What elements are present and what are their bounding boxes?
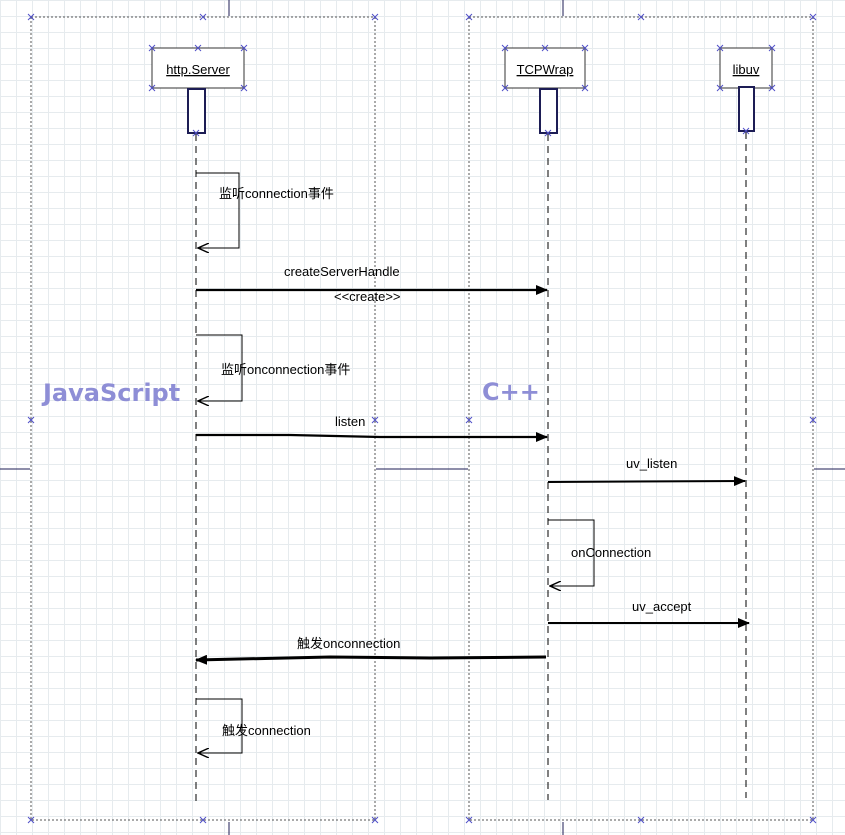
message-label: listen	[335, 414, 365, 429]
self-message-listen-onconnection[interactable]: 监听onconnection事件	[196, 334, 350, 401]
message-label: 触发connection	[222, 723, 311, 738]
message-label: uv_listen	[626, 456, 677, 471]
self-message-on-connection[interactable]: onConnection	[548, 519, 651, 586]
message-label: 监听onconnection事件	[221, 362, 350, 377]
http-server-activation-bar	[187, 88, 206, 134]
region-selection-handles	[27, 13, 817, 824]
tcpwrap-object-label: TCPWrap	[517, 62, 574, 77]
javascript-region-label: JavaScript	[41, 379, 180, 407]
libuv-object-label: libuv	[733, 62, 760, 77]
message-label: createServerHandle	[284, 264, 400, 279]
self-message-emit-connection[interactable]: 触发connection	[196, 698, 311, 753]
cpp-region-frame[interactable]	[468, 16, 814, 821]
message-listen[interactable]: listen	[196, 414, 548, 442]
tcpwrap-activation-bar	[539, 88, 558, 134]
message-label: 触发onconnection	[297, 636, 400, 651]
lifeline-tcpwrap[interactable]: TCPWrap	[501, 44, 589, 800]
message-emit-onconnection[interactable]: 触发onconnection	[195, 636, 547, 665]
javascript-region-frame[interactable]	[30, 16, 376, 821]
message-create-server-handle[interactable]: createServerHandle <<create>>	[196, 264, 548, 304]
message-uv-listen[interactable]: uv_listen	[547, 456, 746, 487]
message-label: 监听connection事件	[219, 186, 334, 201]
tcpwrap-object-box[interactable]	[504, 47, 586, 89]
http-server-selection-handles	[148, 44, 248, 137]
create-stereotype-label: <<create>>	[334, 289, 401, 304]
lifeline-libuv[interactable]: libuv	[716, 44, 776, 798]
libuv-selection-handles	[716, 44, 776, 135]
self-message-listen-connection[interactable]: 监听connection事件	[196, 172, 334, 248]
http-server-object-label: http.Server	[166, 62, 230, 77]
cpp-region-label: C++	[482, 378, 540, 406]
libuv-activation-bar	[738, 86, 755, 132]
message-uv-accept[interactable]: uv_accept	[548, 599, 750, 628]
message-label: uv_accept	[632, 599, 692, 614]
tcpwrap-selection-handles	[501, 44, 589, 137]
libuv-object-box[interactable]	[719, 47, 773, 89]
lifeline-http-server[interactable]: http.Server	[148, 44, 248, 805]
message-label: onConnection	[571, 545, 651, 560]
